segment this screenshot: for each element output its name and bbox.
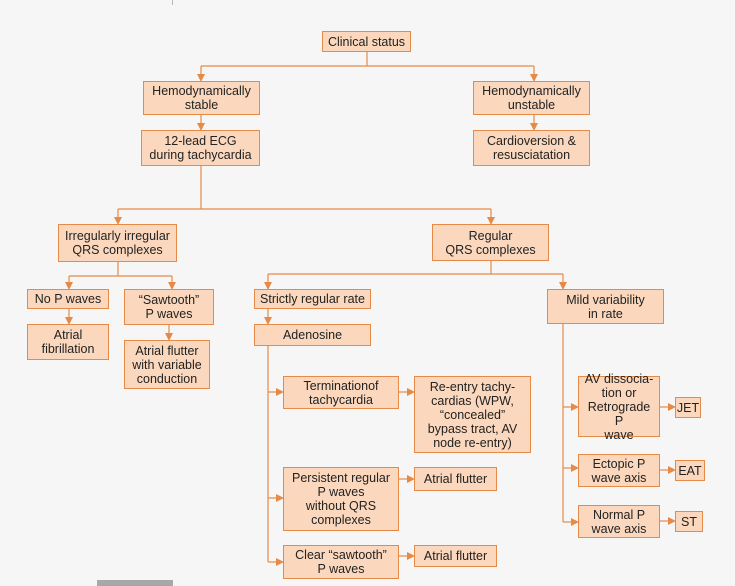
node-cardioversion: Cardioversion & resusciatation xyxy=(473,130,590,166)
connector-regular xyxy=(268,261,563,275)
node-hemo-stable: Hemodynamically stable xyxy=(143,81,260,115)
node-av-dissociation: AV dissocia- tion or Retrograde P wave xyxy=(578,372,660,442)
connector-status xyxy=(201,52,534,67)
connector-ecg xyxy=(118,166,491,210)
node-no-p-waves: No P waves xyxy=(27,289,109,309)
node-sawtooth-p: “Sawtooth” P waves xyxy=(124,289,214,325)
node-reentry: Re-entry tachy- cardias (WPW, “concealed… xyxy=(414,376,531,453)
node-atrial-flutter-variable: Atrial flutter with variable conduction xyxy=(124,340,210,389)
node-atrial-fib: Atrial fibrillation xyxy=(27,324,109,360)
node-adenosine: Adenosine xyxy=(254,324,371,346)
node-eat: EAT xyxy=(675,460,705,481)
node-atrial-flutter-2: Atrial flutter xyxy=(414,545,497,567)
node-ecg: 12-lead ECG during tachycardia xyxy=(141,130,260,166)
node-regular-qrs: Regular QRS complexes xyxy=(432,224,549,261)
node-irregular-qrs: Irregularly irregular QRS complexes xyxy=(58,224,177,262)
node-ectopic-p: Ectopic P wave axis xyxy=(578,454,660,487)
connector-irregular xyxy=(69,262,172,277)
node-st: ST xyxy=(675,511,703,532)
top-tick-mark xyxy=(172,0,173,5)
node-mild-variability: Mild variability in rate xyxy=(547,289,664,324)
node-persistent-p: Persistent regular P waves without QRS c… xyxy=(283,467,399,531)
node-clear-sawtooth: Clear “sawtooth” P waves xyxy=(283,545,399,579)
node-termination: Terminationof tachycardia xyxy=(283,376,399,409)
node-jet: JET xyxy=(675,397,701,418)
node-normal-p: Normal P wave axis xyxy=(578,505,660,538)
node-atrial-flutter-1: Atrial flutter xyxy=(414,467,497,491)
node-strictly-regular: Strictly regular rate xyxy=(254,289,371,309)
node-hemo-unstable: Hemodynamically unstable xyxy=(473,81,590,115)
node-clinical-status: Clinical status xyxy=(322,31,411,52)
bottom-scroll-bar xyxy=(97,580,173,586)
